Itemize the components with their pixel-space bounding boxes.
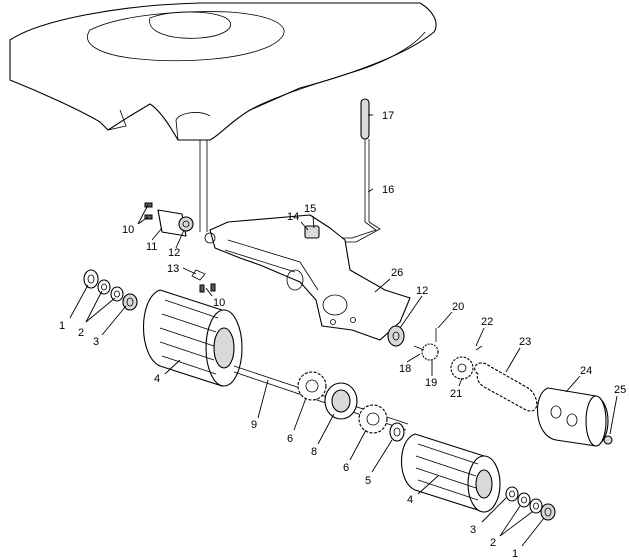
callout-13: 13: [167, 263, 179, 275]
mower-deck: [9, 2, 437, 141]
small-sprocket: [413, 328, 439, 361]
left-washer-stack: [83, 269, 138, 311]
callout-18: 18: [399, 363, 411, 375]
callout-25: 25: [614, 384, 626, 396]
callout-19: 19: [425, 377, 437, 389]
callout-12-right: 12: [416, 285, 428, 297]
callout-1-left: 1: [59, 320, 65, 332]
bearing-right: [387, 325, 405, 347]
callout-9: 9: [251, 419, 257, 431]
callout-4-right: 4: [407, 494, 413, 506]
callout-4-left: 4: [154, 373, 160, 385]
callout-15: 15: [304, 203, 316, 215]
callout-labels: 1 2 3 4 4 3 2 1 5 6 6 8 9 10 10 11 12 12…: [59, 110, 626, 560]
right-washer-stack: [505, 486, 556, 521]
callout-3-left: 3: [93, 336, 99, 348]
callout-8: 8: [311, 446, 317, 458]
spacer-ring: [389, 422, 405, 442]
callout-26: 26: [391, 267, 403, 279]
chain-cover: [537, 387, 609, 447]
callout-10-top: 10: [122, 224, 134, 236]
callout-22: 22: [481, 316, 493, 328]
callout-6-left: 6: [287, 433, 293, 445]
callout-20: 20: [452, 301, 464, 313]
callout-3-right: 3: [470, 524, 476, 536]
callout-16: 16: [382, 184, 394, 196]
sprocket-left: [297, 371, 327, 401]
sprocket-right: [358, 404, 388, 434]
callout-11: 11: [146, 241, 157, 253]
bracket-assembly: [144, 202, 216, 293]
front-roller: [401, 433, 501, 513]
hub-pulley: [324, 382, 358, 420]
callout-14: 14: [287, 211, 299, 223]
leader-lines: [69, 114, 618, 547]
callout-10-bottom: 10: [213, 297, 225, 309]
lever-handle: [336, 98, 381, 243]
callout-12-left: 12: [168, 247, 180, 259]
nut: [603, 435, 613, 445]
callout-24: 24: [580, 365, 592, 377]
callout-1-right: 1: [512, 548, 518, 560]
callout-2-right: 2: [490, 537, 496, 549]
callout-23: 23: [519, 336, 531, 348]
callout-17: 17: [382, 110, 394, 122]
callout-5: 5: [365, 475, 371, 487]
rear-roller: [143, 289, 243, 387]
callout-6-right: 6: [343, 462, 349, 474]
callout-2-left: 2: [78, 327, 84, 339]
callout-21: 21: [450, 388, 462, 400]
support-post: [199, 140, 208, 232]
drive-chain: [474, 362, 538, 412]
